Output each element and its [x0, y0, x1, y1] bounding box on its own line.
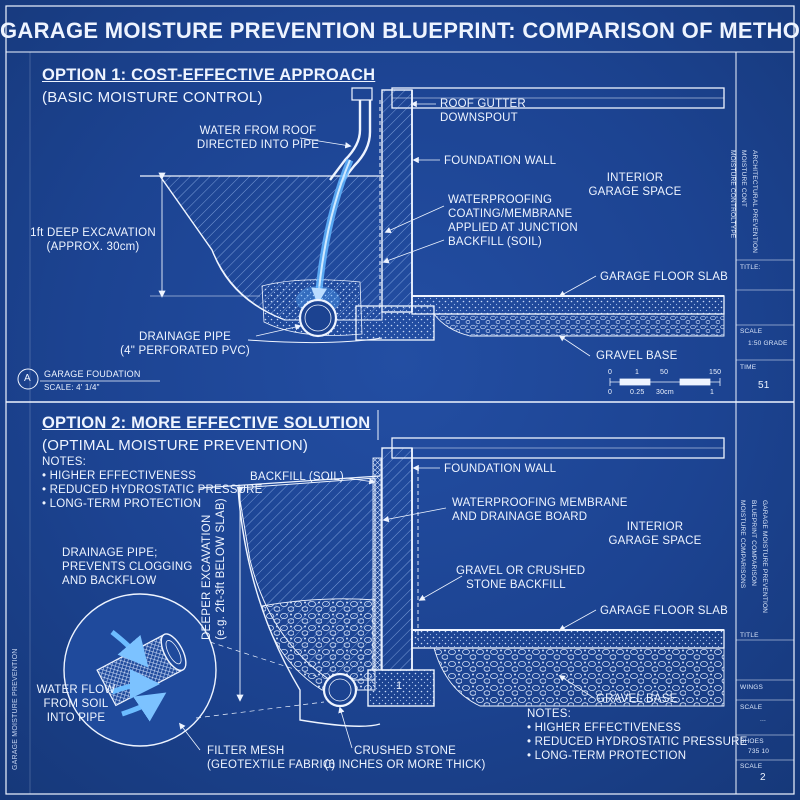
side-margin-text: GARAGE MOISTURE PREVENTION: [12, 648, 19, 771]
callout-title: GARAGE FOUDATION: [44, 369, 141, 379]
tb-bottom-value-3: 735 10: [748, 748, 770, 755]
tb-top-value-1: 1:50 GRADE: [748, 340, 788, 347]
label-floor-slab: GARAGE FLOOR SLAB: [600, 271, 729, 283]
label-drainage-pipe: DRAINAGE PIPE(4" PERFORATED PVC): [120, 331, 250, 357]
tb-top-value-2: 51: [758, 380, 770, 391]
footing-tag: 1: [396, 680, 403, 692]
option1-drawing: [17, 87, 725, 390]
label-foundation-wall: FOUNDATION WALL: [444, 155, 557, 167]
tb-top-label-2: TIME: [740, 364, 757, 371]
option2-notes: NOTES: • HIGHER EFFECTIVENESS• REDUCED H…: [42, 456, 263, 510]
tb-bottom-value-4: 2: [760, 772, 766, 783]
tb-bottom-label-4: SCALE: [740, 763, 763, 770]
callout-scale: SCALE: 4' 1/4": [44, 383, 100, 392]
scale-bottom-1: 0.25: [630, 389, 645, 396]
label-crushed-stone: CRUSHED STONE(6 INCHES OR MORE THICK): [324, 745, 486, 771]
scale-bottom-3: 1: [710, 389, 715, 396]
tb-top-label-0: TITLE:: [740, 264, 761, 271]
label-backfill: BACKFILL (SOIL): [448, 236, 542, 248]
tb-bottom-label-3: SHOES: [740, 738, 764, 745]
label-filter-mesh: FILTER MESH(GEOTEXTILE FABRIC): [207, 745, 336, 771]
page-title: GARAGE MOISTURE PREVENTION BLUEPRINT: CO…: [0, 18, 800, 43]
option2-notes-2: NOTES: • HIGHER EFFECTIVENESS• REDUCED H…: [527, 708, 748, 762]
tb-bottom-label-1: WINGS: [740, 684, 764, 691]
tb-bottom-label-0: TITLE: [740, 632, 759, 639]
label-gravel-base: GRAVEL BASE: [596, 350, 678, 362]
title-block-lines: [736, 259, 794, 761]
tb-top-label-1: SCALE: [740, 328, 763, 335]
callout-letter: A: [24, 373, 31, 384]
option2-heading: OPTION 2: MORE EFFECTIVE SOLUTION: [42, 414, 371, 432]
sheet-frame: [5, 5, 795, 795]
label-backfill-2: BACKFILL (SOIL): [250, 471, 344, 483]
label-foundation-wall-2: FOUNDATION WALL: [444, 463, 557, 475]
option2-drawing: [63, 410, 725, 751]
label-excavation-2: DEEPER EXCAVATION(e.g. 2ft-3ft BELOW SLA…: [201, 498, 227, 640]
label-gravel-base-2: GRAVEL BASE: [596, 693, 678, 705]
scale-top-1: 1: [635, 369, 640, 376]
option2-subheading: (OPTIMAL MOISTURE PREVENTION): [42, 437, 309, 454]
scale-top-3: 150: [709, 369, 722, 376]
label-excavation: 1ft DEEP EXCAVATION(APPROX. 30cm): [30, 227, 156, 253]
tb-bottom-label-2: SCALE: [740, 704, 763, 711]
option1-subheading: (BASIC MOISTURE CONTROL): [42, 89, 263, 106]
scale-bar: [609, 378, 721, 386]
label-floor-slab-2: GARAGE FLOOR SLAB: [600, 605, 729, 617]
scale-bottom-0: 0: [608, 389, 613, 396]
option1-heading: OPTION 1: COST-EFFECTIVE APPROACH: [42, 66, 376, 84]
scale-top-2: 50: [660, 369, 669, 376]
scale-bottom-2: 30cm: [656, 389, 674, 396]
scale-top-0: 0: [608, 369, 613, 376]
tb-bottom-value-2: ...: [760, 716, 767, 723]
